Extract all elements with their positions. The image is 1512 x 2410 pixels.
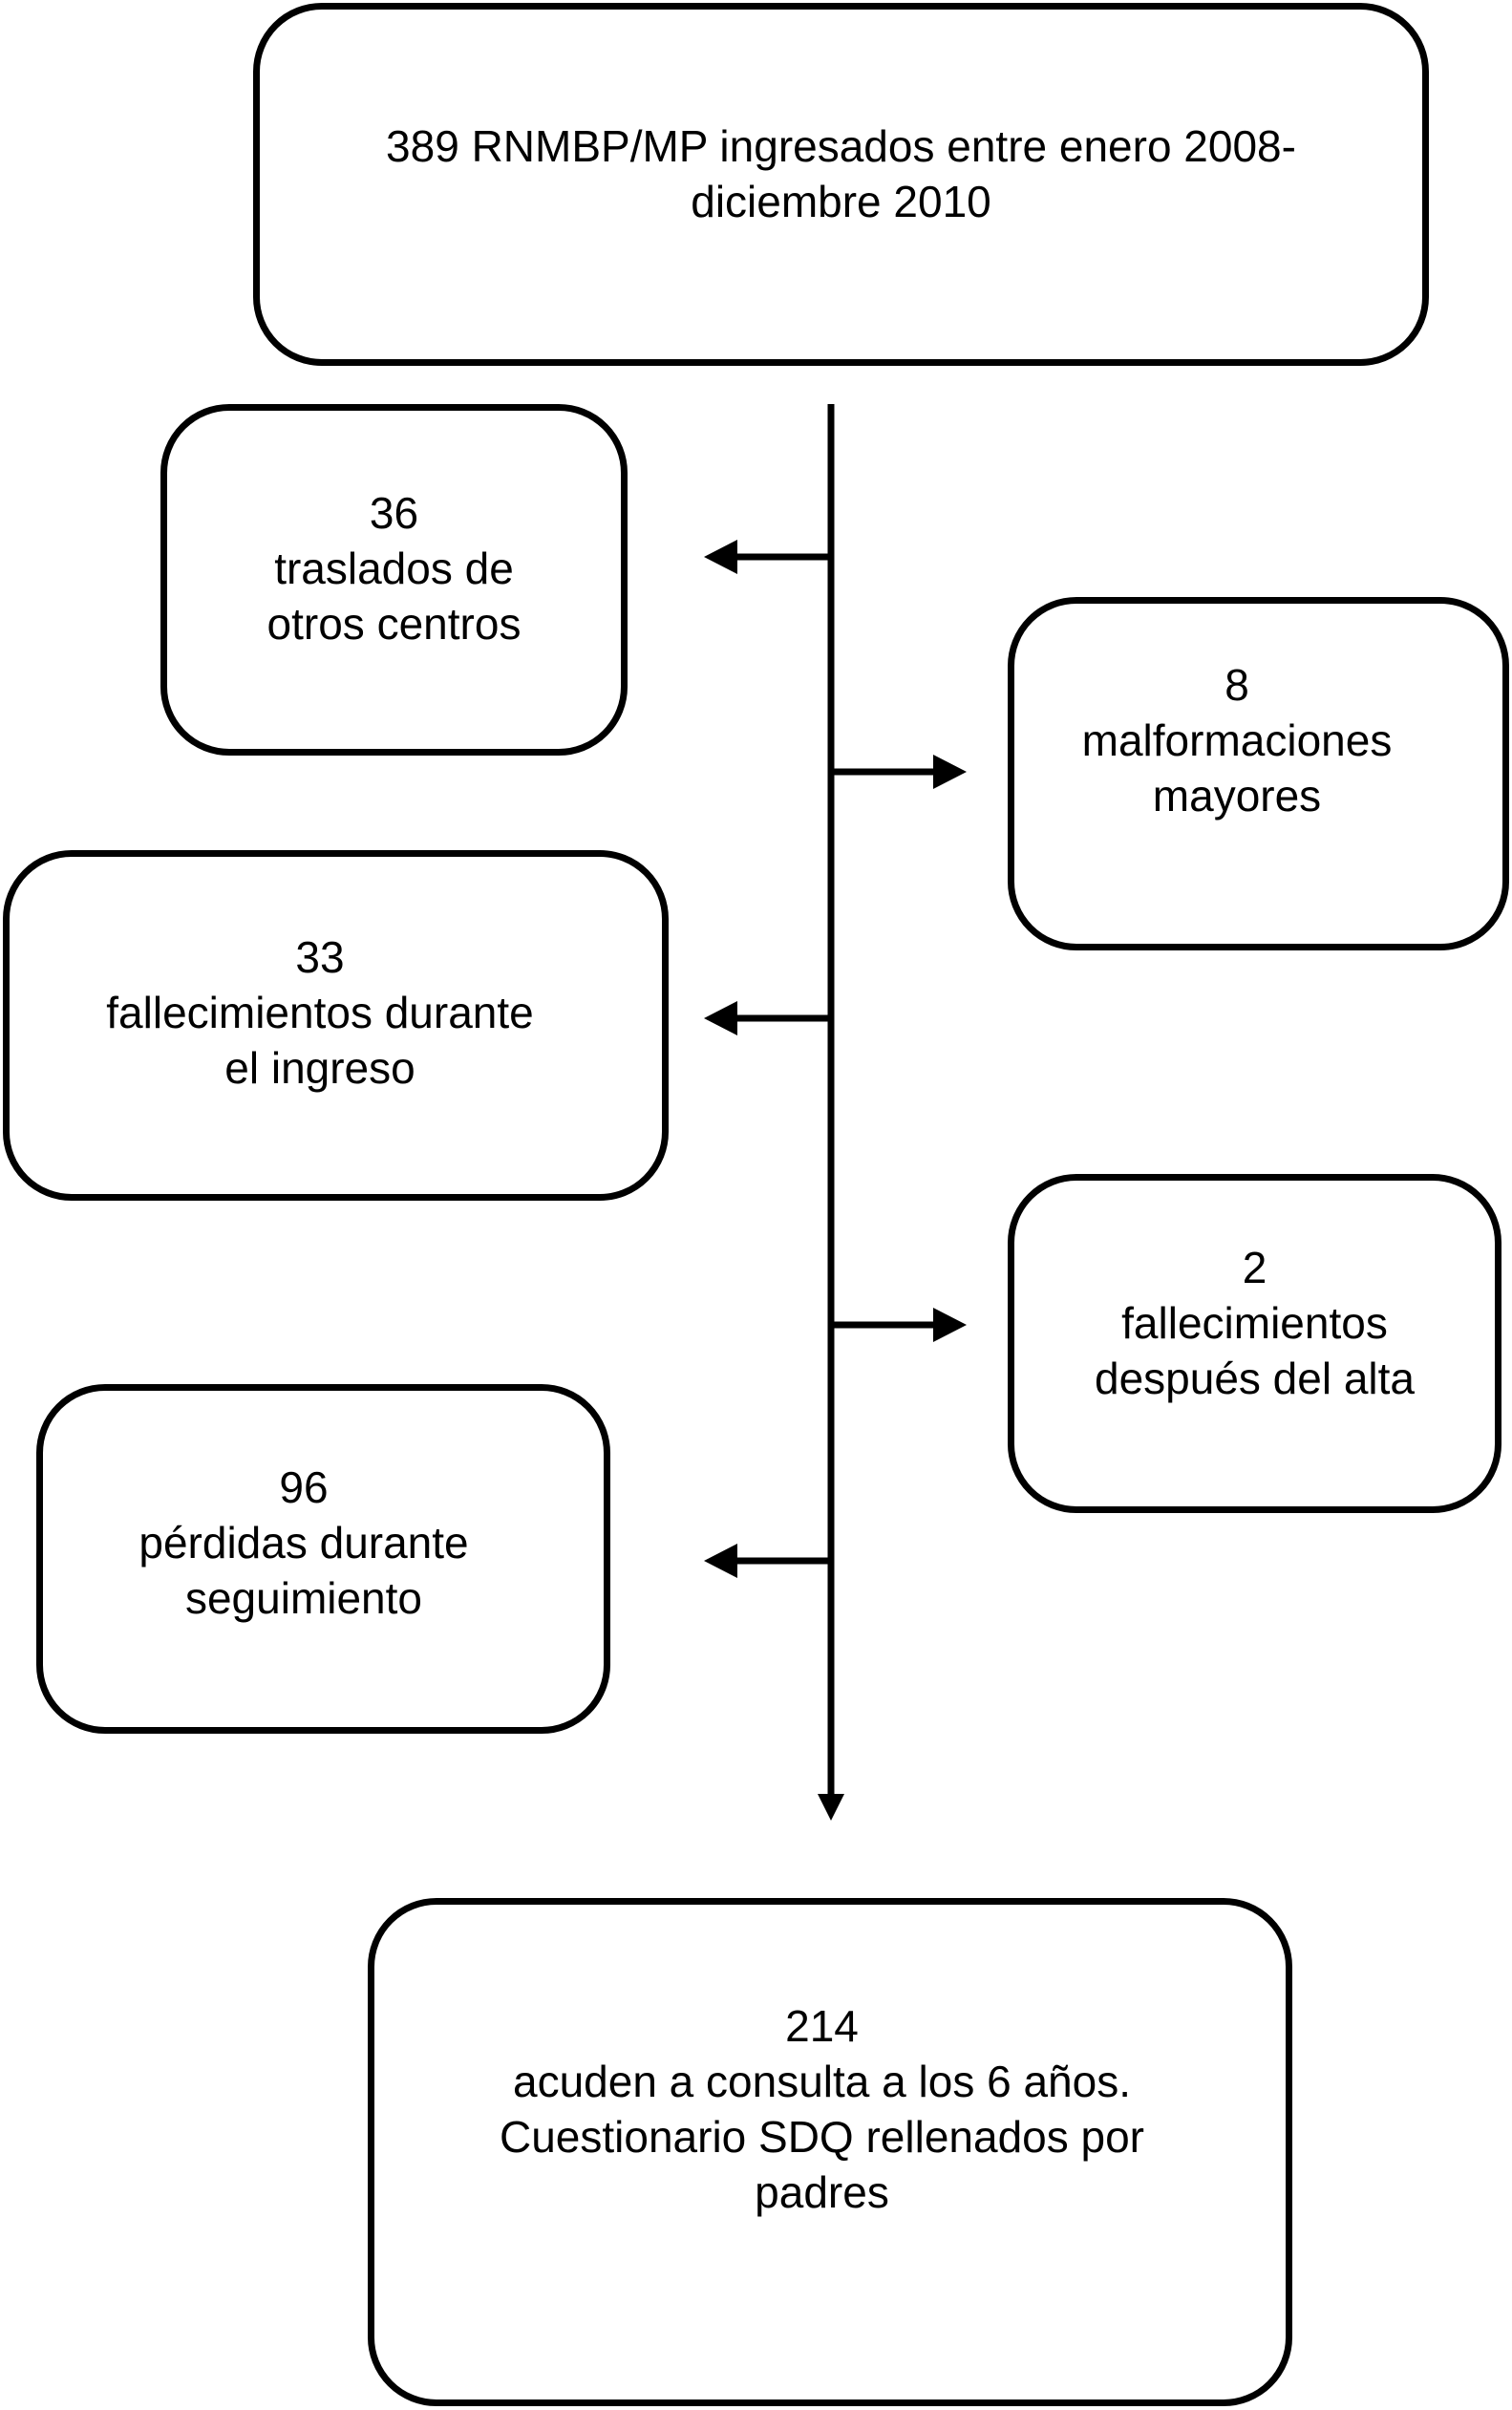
exclusion-label-line-2: mayores	[1152, 771, 1322, 821]
exclusion-label-line-2: el ingreso	[224, 1043, 415, 1093]
result-box	[368, 1898, 1292, 2406]
branch-arrow-malformaciones-head	[933, 755, 967, 789]
start-box-text: 389 RNMBP/MP ingresados entre enero 2008…	[253, 118, 1429, 229]
result-box-text: 214 acuden a consulta a los 6 años. Cues…	[368, 1998, 1276, 2220]
main-flow-arrowhead	[818, 1794, 844, 1821]
exclusion-box-fallecimientos-ingreso-text: 33 fallecimientos durante el ingreso	[3, 929, 637, 1096]
exclusion-box-fallecimientos-alta-text: 2 fallecimientos después del alta	[1008, 1240, 1501, 1406]
exclusion-label-line-2: seguimiento	[184, 1573, 423, 1623]
exclusion-box-fallecimientos-alta	[1008, 1174, 1501, 1513]
exclusion-count: 8	[1225, 660, 1249, 710]
exclusion-box-traslados-text: 36 traslados de otros centros	[160, 485, 628, 651]
exclusion-count: 33	[295, 932, 345, 982]
exclusion-box-malformaciones	[1008, 597, 1509, 950]
exclusion-box-perdidas	[36, 1384, 610, 1734]
start-box	[253, 3, 1429, 366]
exclusion-count: 96	[279, 1462, 329, 1512]
result-line-2: Cuestionario SDQ rellenados por	[499, 2112, 1145, 2162]
result-count: 214	[785, 2001, 859, 2051]
start-line-1: 389 RNMBP/MP ingresados entre enero 2008…	[386, 121, 1296, 171]
exclusion-box-malformaciones-text: 8 malformaciones mayores	[984, 657, 1490, 823]
exclusion-label-line-1: traslados de	[274, 544, 514, 593]
branch-arrow-fallecimientos-alta-head	[933, 1308, 967, 1342]
branch-arrow-fallecimientos-ingreso-head	[704, 1001, 737, 1035]
exclusion-label-line-1: malformaciones	[1081, 715, 1393, 765]
exclusion-label-line-1: pérdidas durante	[138, 1518, 469, 1568]
exclusion-box-traslados	[160, 404, 628, 756]
exclusion-count: 2	[1242, 1243, 1267, 1292]
branch-arrow-traslados-head	[704, 540, 737, 574]
exclusion-label-line-2: después del alta	[1094, 1354, 1416, 1403]
exclusion-box-fallecimientos-ingreso	[3, 850, 669, 1201]
exclusion-label-line-1: fallecimientos	[1121, 1298, 1388, 1348]
exclusion-label-line-1: fallecimientos durante	[106, 988, 534, 1037]
exclusion-count: 36	[369, 488, 419, 538]
exclusion-label-line-2: otros centros	[266, 599, 522, 649]
branch-arrow-perdidas-head	[704, 1544, 737, 1578]
exclusion-box-perdidas-text: 96 pérdidas durante seguimiento	[36, 1460, 571, 1626]
result-line-1: acuden a consulta a los 6 años.	[512, 2057, 1131, 2106]
result-line-3: padres	[755, 2167, 889, 2217]
start-line-2: diciembre 2010	[691, 177, 991, 226]
